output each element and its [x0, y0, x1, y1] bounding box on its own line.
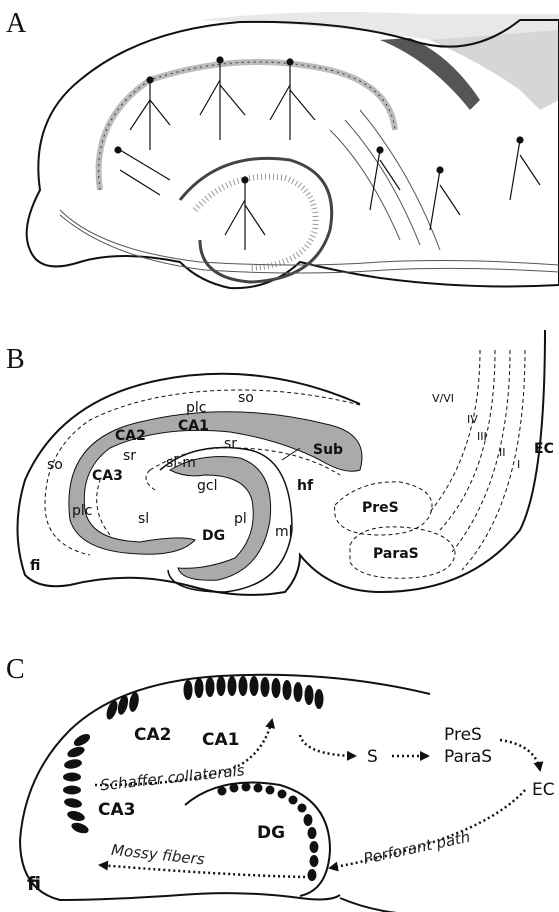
label-ec-c: EC [532, 780, 555, 800]
label-ca2-b: CA2 [115, 428, 146, 444]
label-ca3-b: CA3 [92, 468, 123, 484]
panel-b-letter: B [6, 344, 25, 375]
label-layer-v-vi: V/VI [432, 392, 454, 405]
perforant-arrow [330, 790, 525, 868]
label-ca1-b: CA1 [178, 418, 209, 434]
ca1-to-s-arrow [300, 735, 355, 756]
label-mossy: Mossy fibers [110, 841, 205, 869]
panel-b: B so plc CA1 CA2 sr Sub so sr [0, 330, 559, 605]
ca1-cells [184, 676, 324, 709]
panel-a-drawing: A [0, 0, 559, 300]
label-layer-ii: II [499, 446, 506, 459]
label-paras-b: ParaS [373, 546, 419, 562]
label-so-top: so [238, 390, 254, 406]
panel-b-schematic: B so plc CA1 CA2 sr Sub so sr [0, 330, 559, 605]
label-pres-b: PreS [362, 500, 399, 516]
label-ml: ml [275, 524, 293, 540]
dentate-gyrus [180, 158, 332, 282]
label-ca3-c: CA3 [98, 800, 135, 820]
dentate-gyrus-band [170, 457, 271, 581]
neurons [115, 57, 540, 250]
label-dg-c: DG [257, 823, 285, 843]
label-sr-left: sr [123, 448, 136, 464]
label-pres-c: PreS [444, 725, 482, 745]
label-ca2-c: CA2 [134, 725, 171, 745]
label-gcl: gcl [197, 478, 217, 494]
label-hf: hf [297, 478, 314, 494]
label-sr-right: sr [224, 436, 237, 452]
label-so-left: so [47, 457, 63, 473]
ca3-cells [63, 732, 92, 836]
granule-cell-layer [195, 177, 316, 268]
label-sub: Sub [313, 442, 343, 458]
hf-pointer [282, 448, 300, 460]
label-layer-i: I [517, 458, 520, 471]
label-plc-left: plc [72, 503, 92, 519]
panel-a: A [0, 0, 559, 300]
panel-a-letter: A [6, 8, 27, 39]
panel-c-letter: C [6, 654, 25, 685]
outer-outline [18, 330, 546, 595]
label-ca1-c: CA1 [202, 730, 239, 750]
panel-c: C [0, 640, 559, 912]
label-fi-b: fi [30, 558, 40, 574]
fiber-bundles [60, 110, 559, 273]
label-perforant: Perforant path [362, 828, 472, 868]
label-layer-iv: IV [467, 413, 478, 426]
label-fi-c: fi [27, 873, 41, 895]
label-plc-top: plc [186, 400, 206, 416]
label-sl-m: sl-m [166, 455, 196, 471]
ec-layer-lines [430, 350, 525, 570]
label-sl: sl [138, 511, 149, 527]
label-paras-c: ParaS [444, 747, 492, 767]
paras-to-ec-arrow [500, 740, 540, 770]
label-pl: pl [234, 511, 247, 527]
label-dg-b: DG [202, 528, 225, 544]
label-s: S [367, 747, 378, 767]
label-layer-iii: III [477, 430, 487, 443]
label-ec-b: EC [534, 441, 554, 457]
lower-outline-c [340, 898, 430, 912]
panel-c-circuit: C [0, 640, 559, 912]
